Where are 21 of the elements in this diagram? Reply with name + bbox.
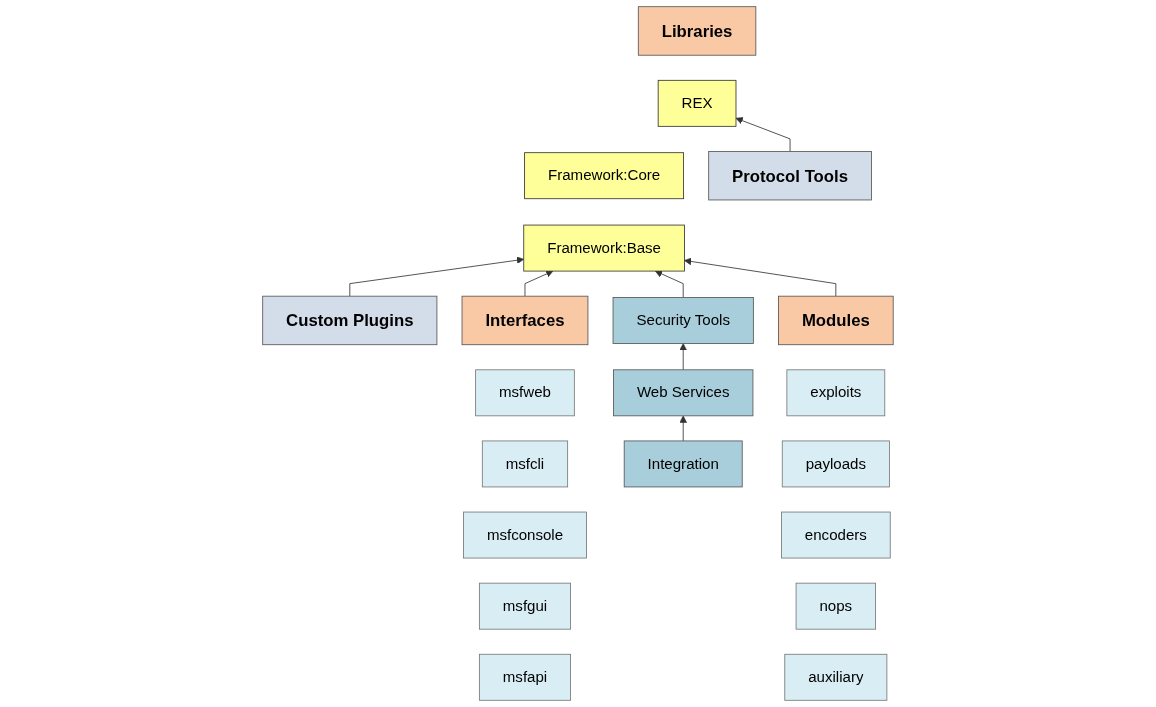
node-box: REX (657, 79, 737, 127)
node-box: Custom Plugins (262, 295, 438, 346)
node-box: Framework:Base (523, 224, 685, 272)
node-box: Libraries (637, 6, 757, 56)
node-box: Framework:Core (524, 152, 685, 200)
node-box: Security Tools (612, 297, 754, 344)
node-box: Integration (623, 440, 743, 488)
node-box: Protocol Tools (708, 151, 872, 201)
node-box: msfcli (481, 440, 569, 488)
node-box: Interfaces (461, 295, 589, 346)
node-box: msfapi (479, 653, 572, 701)
node-box: Web Services (613, 369, 754, 417)
node-box: msfgui (479, 582, 572, 630)
node-box: auxiliary (784, 653, 888, 701)
node-box: msfweb (475, 369, 575, 417)
node-box: Modules (778, 295, 894, 346)
node-box: encoders (781, 511, 891, 559)
node-box: exploits (786, 369, 886, 417)
node-box: payloads (781, 440, 890, 488)
node-box: msfconsole (463, 511, 587, 559)
node-box: nops (795, 582, 877, 630)
